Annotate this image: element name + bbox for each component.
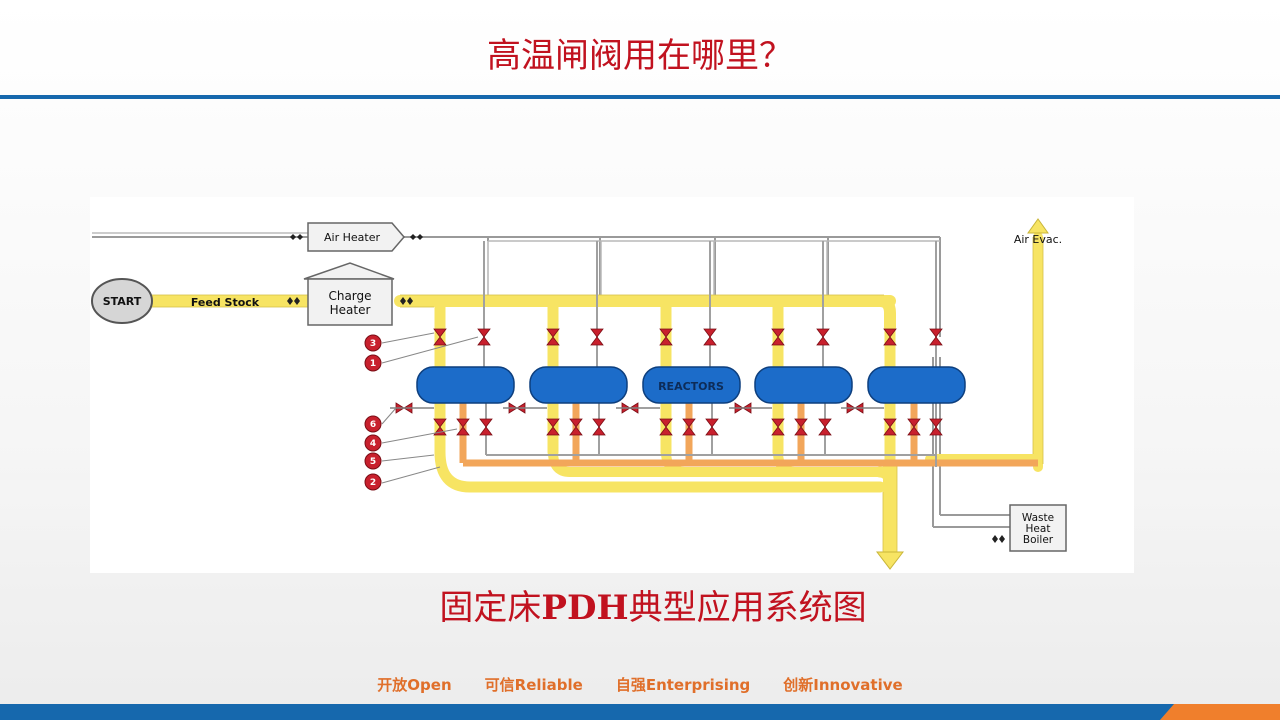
waste-heat-boiler-box xyxy=(1009,504,1067,552)
start-node xyxy=(91,278,153,324)
footer-bar xyxy=(0,704,1280,720)
caption-part-1: 固定床 xyxy=(439,588,542,628)
air-heater-box xyxy=(307,222,405,252)
waste-label-line1: Waste xyxy=(1022,512,1054,524)
air-heater-label: Air Heater xyxy=(324,231,380,244)
air-evac-label: Air Evac. xyxy=(1014,233,1062,246)
charge-heater-label-line1: Charge xyxy=(328,289,371,303)
feed-stock-label: Feed Stock xyxy=(191,296,260,309)
valve-number-5: 5 xyxy=(370,457,376,467)
value-reliable: 可信Reliable xyxy=(484,676,583,694)
value-enterprising: 自强Enterprising xyxy=(615,676,751,694)
reactors xyxy=(416,366,966,404)
valve-number-6: 6 xyxy=(370,420,376,430)
slide-title: 高温闸阀用在哪里？ xyxy=(487,36,793,76)
caption-part-3: 典型应用系统图 xyxy=(628,588,867,628)
title-divider xyxy=(0,95,1280,99)
reactors-label: REACTORS xyxy=(658,380,724,393)
valve-number-markers xyxy=(364,334,382,491)
waste-label-line2: Heat xyxy=(1026,523,1051,535)
charge-heater-box xyxy=(303,262,395,326)
caption-part-2: PDH xyxy=(541,588,629,628)
pdh-process-diagram: REACTORS xyxy=(90,197,1134,573)
valve-number-3: 3 xyxy=(370,339,376,349)
diagram-caption: 固定床PDH典型应用系统图 xyxy=(0,580,1280,629)
valves xyxy=(395,328,943,436)
value-open: 开放Open xyxy=(377,676,452,694)
flow-direction-markers xyxy=(287,234,1005,543)
value-innovative: 创新Innovative xyxy=(783,676,903,694)
valve-number-2: 2 xyxy=(370,478,376,488)
charge-heater-label-line2: Heater xyxy=(330,303,371,317)
air-lines xyxy=(92,232,1010,528)
valve-number-1: 1 xyxy=(370,359,376,369)
valve-number-4: 4 xyxy=(370,439,376,449)
company-values: 开放Open 可信Reliable 自强Enterprising 创新Innov… xyxy=(0,674,1280,695)
footer-accent xyxy=(1160,704,1280,720)
start-label: START xyxy=(103,295,142,308)
waste-label-line3: Boiler xyxy=(1023,534,1054,546)
